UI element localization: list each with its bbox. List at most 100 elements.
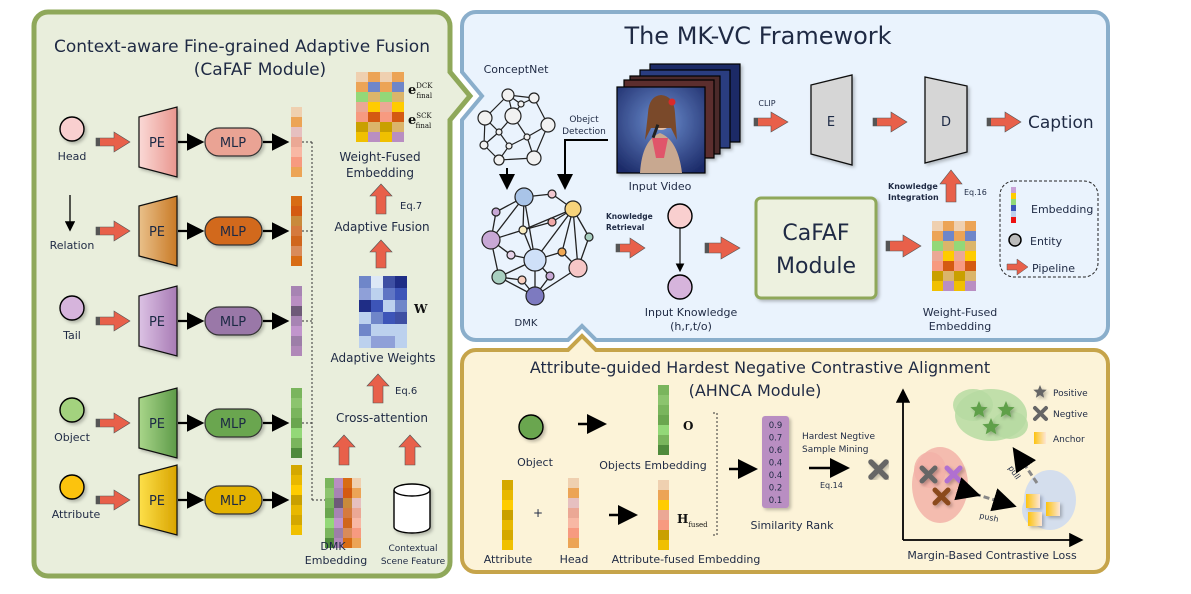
graph-node <box>547 217 557 227</box>
embedding-cell <box>502 500 513 510</box>
matrix-cell <box>356 82 368 92</box>
head-embedding-bar <box>568 478 579 548</box>
similarity-value: 0.1 <box>769 496 783 506</box>
swatch-cell <box>1011 193 1016 199</box>
matrix-cell <box>943 281 954 291</box>
matrix-cell <box>343 518 352 528</box>
matrix-cell <box>954 271 965 281</box>
objects-embedding-bar <box>658 385 669 455</box>
graph-node <box>504 107 522 125</box>
matrix-cell <box>954 241 965 251</box>
similarity-value: 0.4 <box>769 471 783 481</box>
matrix-cell <box>932 231 943 241</box>
embedding-cell <box>291 246 302 256</box>
similarity-value: 0.7 <box>769 434 783 444</box>
graph-node <box>491 207 501 217</box>
matrix-cell <box>325 508 334 518</box>
adaptive-weights-label: Adaptive Weights <box>331 351 436 365</box>
embedding-cell <box>568 538 579 548</box>
matrix-cell <box>368 112 380 122</box>
adaptive-fusion-label: Adaptive Fusion <box>334 220 429 234</box>
graph-node <box>540 117 556 133</box>
knowledge-to-cafaf-arrow <box>704 236 741 260</box>
graph-node <box>517 275 527 285</box>
embedding-cell <box>291 398 302 408</box>
embedding-cell <box>502 480 513 490</box>
matrix-cell <box>325 488 334 498</box>
database-cylinder-icon <box>393 483 431 534</box>
matrix-cell <box>943 251 954 261</box>
mlp-block: MLP <box>204 408 263 438</box>
push-arrow <box>954 477 1017 512</box>
input-knowledge-label-2: (h,r,t/o) <box>670 320 712 333</box>
matrix-cell <box>383 324 395 336</box>
embedding-cell <box>291 196 302 206</box>
matrix-cell <box>954 231 965 241</box>
matrix-cell <box>392 132 404 142</box>
cafaf-module-label-1: CaFAF <box>782 221 849 246</box>
similarity-rank-label: Similarity Rank <box>751 519 835 532</box>
graph-node <box>545 271 555 281</box>
pipeline-arrow <box>95 131 131 153</box>
matrix-cell <box>334 508 343 518</box>
pipeline-arrow <box>95 489 131 511</box>
matrix-cell <box>368 92 380 102</box>
legend-negative-label: Negtive <box>1053 410 1088 420</box>
matrix-cell <box>965 231 976 241</box>
matrix-cell <box>965 241 976 251</box>
attribute-fused-label: Attribute-fused Embedding <box>612 553 761 566</box>
negative-cluster <box>912 447 968 523</box>
caption-label: Caption <box>1028 113 1094 133</box>
embedding-cell <box>568 508 579 518</box>
contextual-label-2: Scene Feature <box>381 557 446 567</box>
input-video-label: Input Video <box>629 180 692 193</box>
matrix-cell <box>943 241 954 251</box>
w-label: W <box>413 302 428 316</box>
matrix-cell <box>334 528 343 538</box>
matrix-cell <box>352 488 361 498</box>
negative-cross-gray <box>919 465 938 484</box>
matrix-cell <box>392 92 404 102</box>
embedding-cell <box>658 520 669 530</box>
graph-node <box>505 142 513 150</box>
matrix-cell <box>356 102 368 112</box>
svg-text:PE: PE <box>149 225 165 240</box>
matrix-cell <box>392 82 404 92</box>
matrix-cell <box>383 300 395 312</box>
up-arrow-fusion <box>369 239 393 269</box>
graph-node <box>479 140 489 150</box>
positive-star <box>997 401 1015 418</box>
legend-pipeline-label: Pipeline <box>1032 262 1075 275</box>
similarity-value: 0.9 <box>769 421 783 431</box>
matrix-cell <box>380 92 392 102</box>
matrix-cell <box>965 261 976 271</box>
matrix-cell <box>380 122 392 132</box>
graph-node <box>523 133 531 141</box>
similarity-rank-bar: 0.90.70.60.40.40.20.1 <box>762 416 789 508</box>
matrix-cell <box>965 221 976 231</box>
positive-stars <box>970 401 1015 435</box>
matrix-cell <box>943 231 954 241</box>
matrix-cell <box>932 261 943 271</box>
embedding-cell <box>568 498 579 508</box>
attribute-label: Attribute <box>484 553 533 566</box>
matrix-cell <box>356 132 368 142</box>
svg-text:PE: PE <box>149 494 165 509</box>
graph-node <box>517 100 525 108</box>
graph-node <box>584 232 594 242</box>
input-knowledge-nodes <box>667 203 693 300</box>
graph-node <box>526 150 542 166</box>
matrix-cell <box>932 221 943 231</box>
pe-block: PE <box>138 285 178 357</box>
graph-node <box>518 225 528 235</box>
encoder-label: E <box>827 115 835 130</box>
hardest-negative-label-2: Sample Mining <box>802 445 869 455</box>
graph-node <box>547 189 557 199</box>
similarity-value: 0.4 <box>769 459 783 469</box>
graph-node <box>514 187 534 207</box>
svg-text:MLP: MLP <box>220 417 246 432</box>
positive-star <box>970 401 988 418</box>
legend-positive-label: Positive <box>1053 389 1088 399</box>
pe-block: PE <box>138 106 178 178</box>
dmk-graph <box>481 187 594 306</box>
